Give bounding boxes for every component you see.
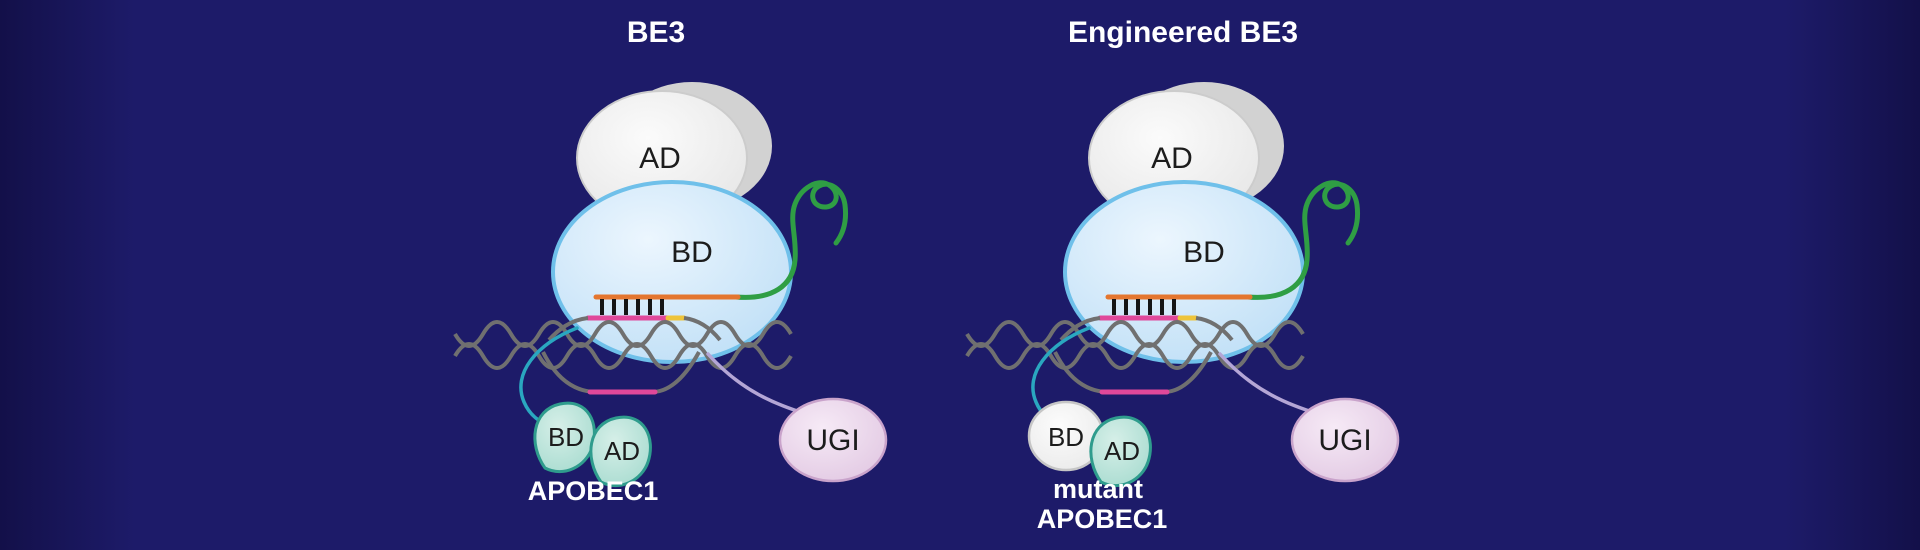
strand-connector-right — [683, 316, 722, 342]
ugi-ellipse — [1290, 397, 1400, 483]
ssdna-loop-right — [651, 351, 701, 394]
dna-helix-strand-2 — [453, 342, 793, 370]
apobec-bd-leaf — [533, 401, 596, 474]
cas9-ad-label: AD — [639, 142, 681, 175]
ssdna-loop-left — [1053, 351, 1110, 394]
apobec-ad-leaf — [589, 415, 652, 488]
ugi-linker — [1218, 352, 1320, 416]
dna-helix-strand-1 — [453, 320, 793, 348]
strand-connector-left — [547, 316, 589, 342]
apobec-ad-label: AD — [604, 436, 640, 466]
dna-helix-strand-2 — [965, 342, 1305, 370]
ugi-label: UGI — [1318, 424, 1371, 457]
strand-connector-left — [1059, 316, 1101, 342]
diagram-engineered-be3: Engineered BE3 AD — [965, 16, 1400, 534]
sgrna-loop — [733, 180, 848, 300]
base-pair-ticks — [1112, 299, 1176, 315]
cas9-bd-ellipse — [1063, 180, 1305, 364]
ssdna-loop-right — [1163, 351, 1213, 394]
cas9-bd-label: BD — [671, 236, 713, 269]
ssdna-loop-left — [541, 351, 598, 394]
apobec-bd-label: BD — [548, 422, 584, 452]
apobec-ad-label: AD — [1104, 436, 1140, 466]
apobec-ad-leaf — [1089, 415, 1152, 488]
ugi-label: UGI — [806, 424, 859, 457]
apobec-name-line1: mutant — [1053, 474, 1143, 504]
cas9-bd-ellipse — [551, 180, 793, 364]
apobec-name-line2: APOBEC1 — [1037, 504, 1168, 534]
diagram-title: BE3 — [627, 16, 685, 49]
apobec-bd-label: BD — [1048, 422, 1084, 452]
ugi-ellipse — [778, 397, 888, 483]
dna-helix-strand-1 — [965, 320, 1305, 348]
diagram-be3: BE3 AD BD — [453, 16, 888, 506]
diagram-title: Engineered BE3 — [1068, 16, 1298, 49]
sgrna-loop — [1245, 180, 1360, 300]
cas9-ad-label: AD — [1151, 142, 1193, 175]
ugi-linker — [706, 352, 808, 416]
apobec-name-line1: APOBEC1 — [528, 476, 659, 506]
strand-connector-right — [1195, 316, 1234, 342]
cas9-bd-label: BD — [1183, 236, 1225, 269]
base-pair-ticks — [600, 299, 664, 315]
